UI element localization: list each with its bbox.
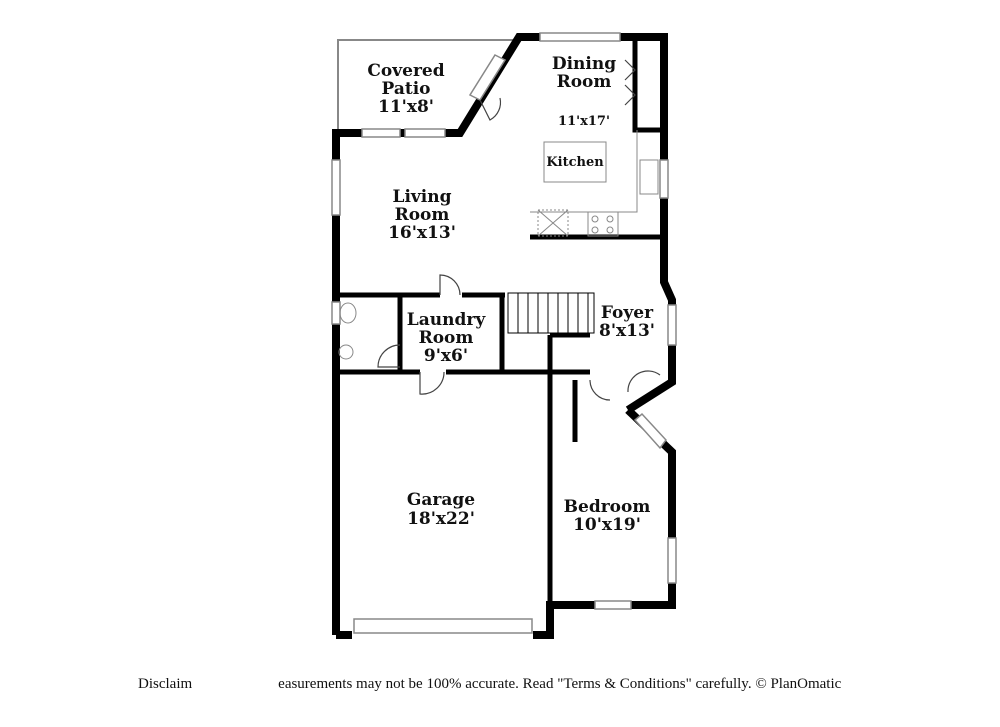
covered-patio-size: 11'x8' <box>378 97 434 117</box>
bathroom-sink <box>338 344 354 360</box>
laundry-room-name-2: Room <box>419 328 474 348</box>
kitchen-island <box>543 141 607 183</box>
foyer-name: Foyer <box>601 303 654 323</box>
patio-outline <box>337 39 516 130</box>
living-room-name-2: Room <box>395 205 450 225</box>
disclaimer: Disclaim easurements may not be 100% accu… <box>138 676 841 693</box>
dining-room-name-2: Room <box>557 72 612 92</box>
bedroom-size: 10'x19' <box>573 515 641 535</box>
covered-patio-name-2: Patio <box>382 79 431 99</box>
living-room-size: 16'x13' <box>388 223 456 243</box>
stove <box>587 211 619 237</box>
bedroom-name: Bedroom <box>564 497 651 517</box>
garage-name: Garage <box>407 490 475 510</box>
dining-room-size: 11'x17' <box>558 114 610 129</box>
dining-room-name-1: Dining <box>552 54 616 74</box>
garage-size: 18'x22' <box>407 509 475 529</box>
toilet <box>339 302 357 324</box>
covered-patio-name-1: Covered <box>367 61 444 81</box>
doors <box>377 59 661 401</box>
kitchen-fixtures <box>338 130 659 360</box>
living-room-name-1: Living <box>393 187 452 207</box>
laundry-room-size: 9'x6' <box>424 346 468 366</box>
sink <box>639 159 659 195</box>
windows <box>331 32 677 610</box>
stairs <box>507 292 595 334</box>
disclaimer-text: easurements may not be 100% accurate. Re… <box>278 676 842 692</box>
foyer-size: 8'x13' <box>599 321 655 341</box>
disclaimer-prefix: Disclaim <box>138 676 193 692</box>
garage-door <box>353 618 533 634</box>
kitchen-name: Kitchen <box>546 155 604 170</box>
interior-walls <box>336 37 664 605</box>
laundry-room-name-1: Laundry <box>407 310 487 330</box>
